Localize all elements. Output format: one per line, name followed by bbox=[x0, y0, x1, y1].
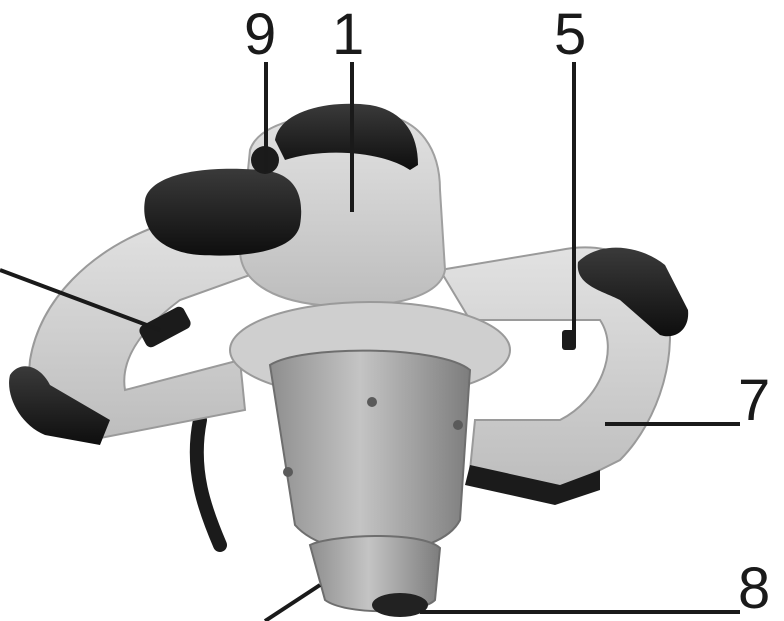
right-handle-rubber-grip bbox=[577, 247, 689, 337]
left-handle-rubber-tip bbox=[9, 366, 110, 445]
callout-5: 5 bbox=[554, 2, 587, 67]
power-cable bbox=[189, 413, 227, 552]
callout-7: 7 bbox=[738, 368, 771, 433]
screw bbox=[283, 467, 293, 477]
leader-line-bottom bbox=[263, 583, 322, 621]
callout-1: 1 bbox=[332, 2, 365, 67]
spindle-neck bbox=[308, 535, 442, 613]
left-switch bbox=[139, 306, 191, 348]
callout-9: 9 bbox=[244, 2, 277, 67]
right-handle-rubber-base bbox=[465, 465, 600, 505]
top-rubber-grip bbox=[144, 168, 302, 256]
screw bbox=[367, 397, 377, 407]
top-cap bbox=[275, 103, 418, 170]
callout-8: 8 bbox=[738, 556, 771, 621]
spindle-nut bbox=[372, 593, 428, 617]
screw bbox=[453, 420, 463, 430]
leader-line-left bbox=[0, 268, 161, 332]
